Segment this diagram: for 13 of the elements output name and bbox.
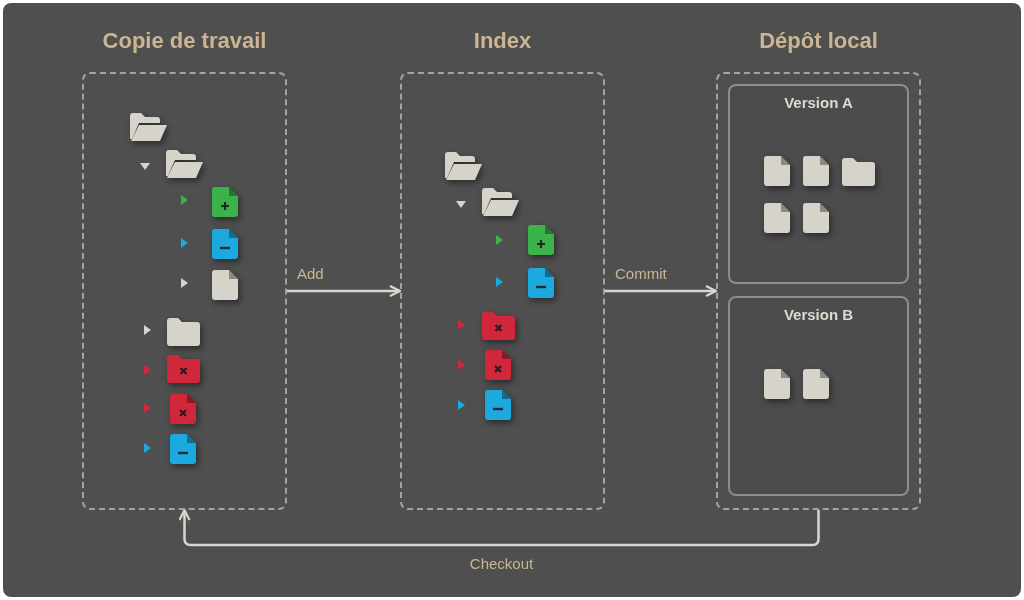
version-box [728, 296, 909, 496]
version-box [728, 84, 909, 284]
edge-label: Checkout [469, 554, 534, 574]
arrow [605, 284, 718, 298]
edge-label: Commit [615, 264, 667, 284]
arrow [287, 284, 402, 298]
edge-label: Add [297, 264, 324, 284]
arrow [178, 508, 820, 547]
version-title: Version A [783, 93, 854, 113]
panel-heading: Copie de travail [101, 27, 268, 55]
panel-heading: Dépôt local [758, 27, 879, 55]
panel-heading: Index [472, 27, 533, 55]
version-title: Version B [782, 305, 855, 325]
